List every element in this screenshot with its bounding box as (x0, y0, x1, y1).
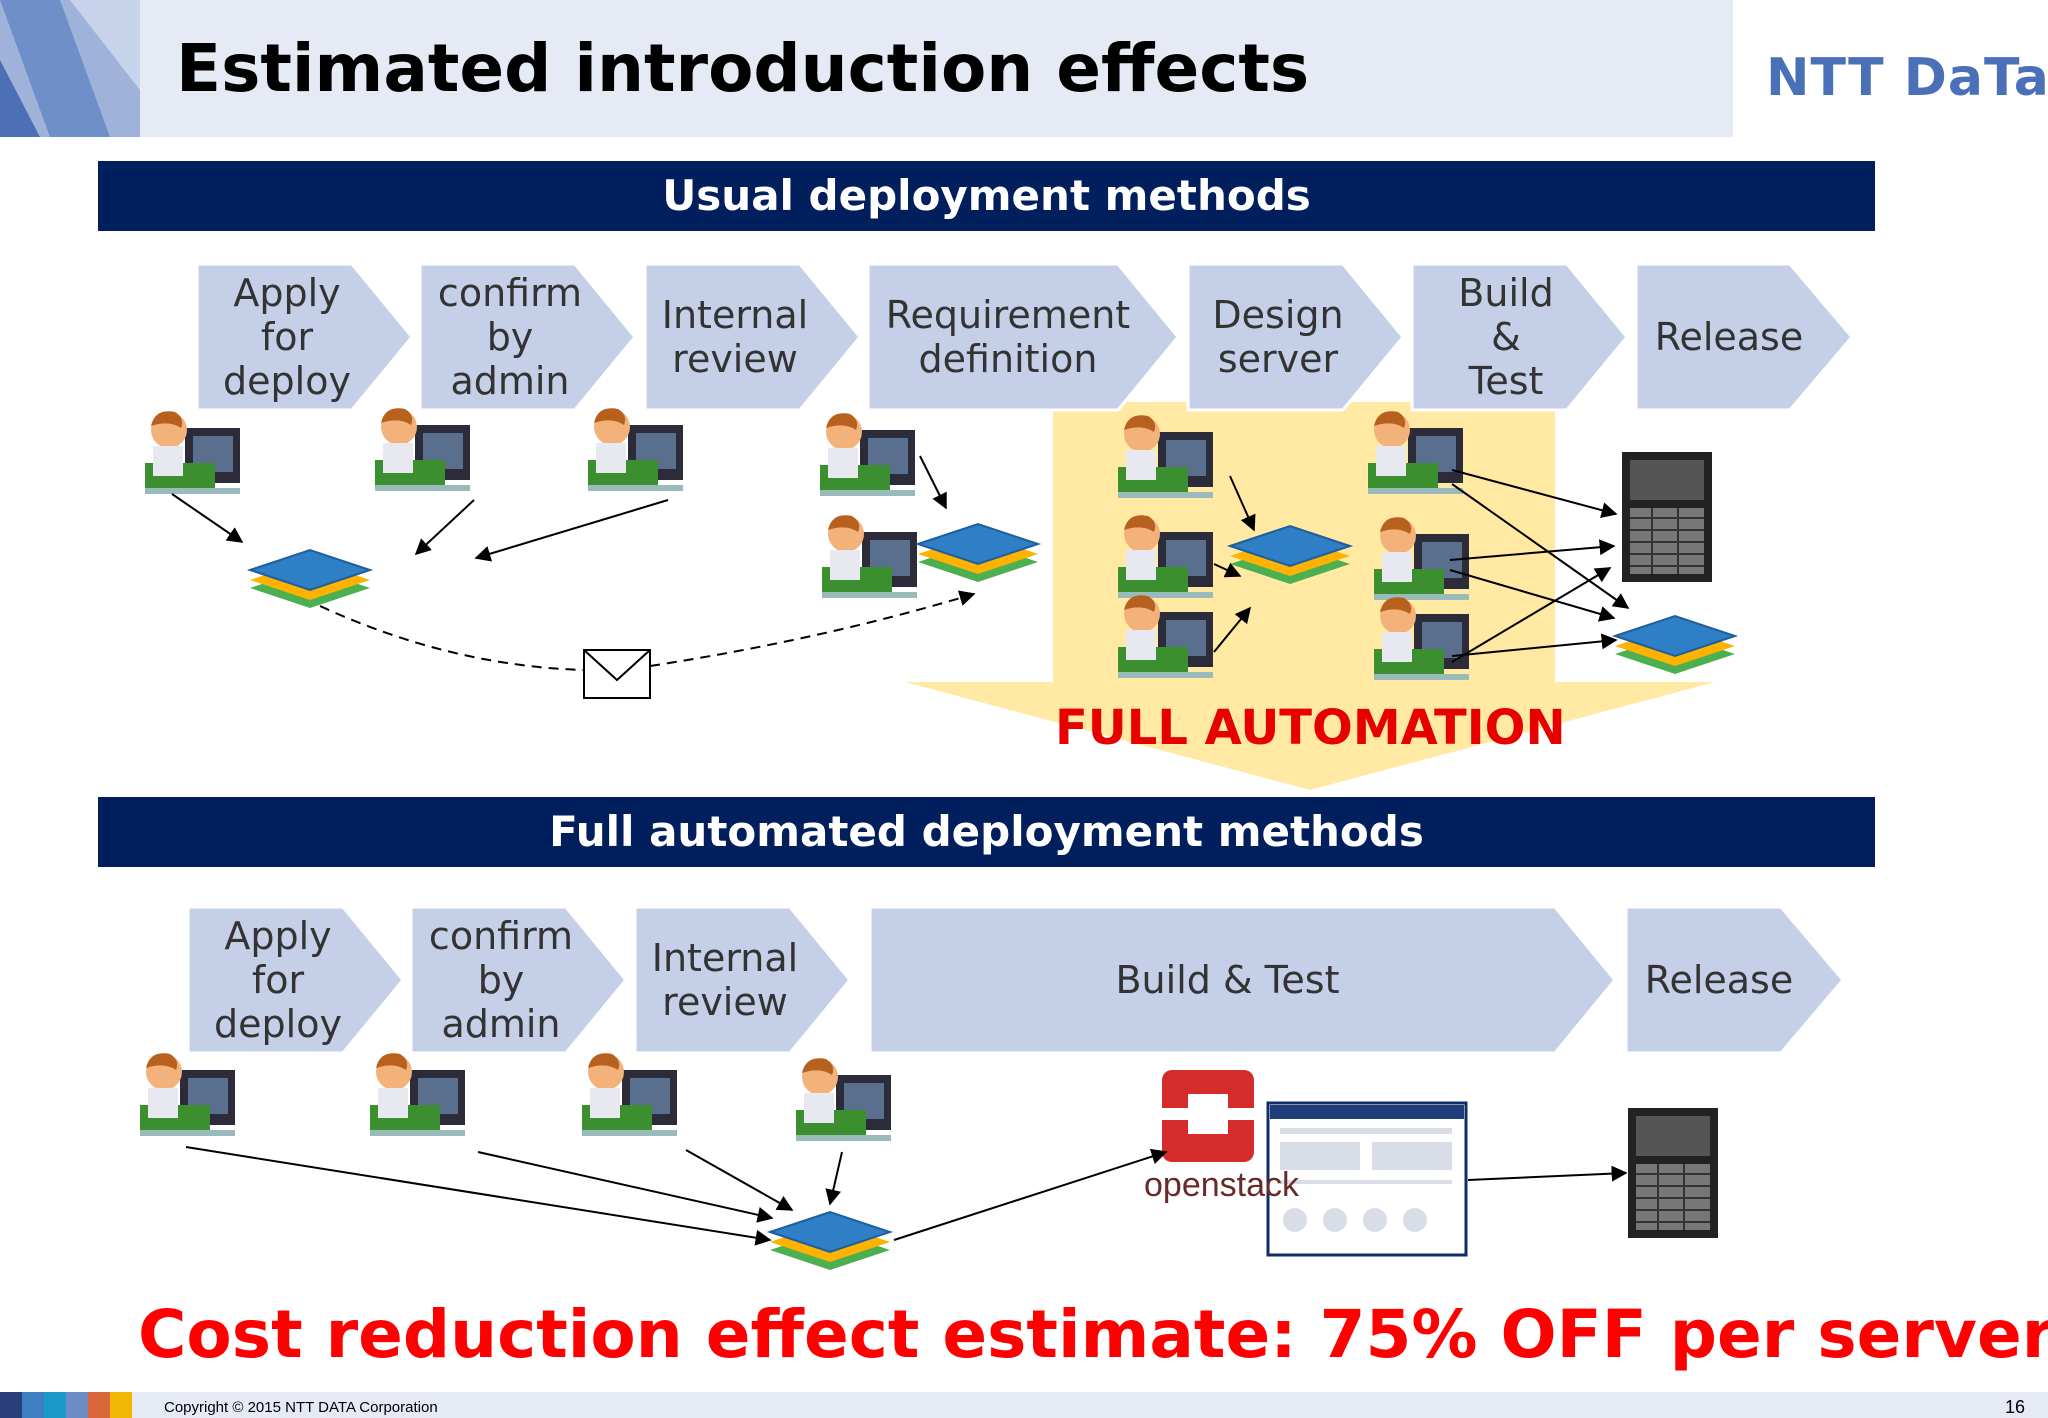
page-number: 16 (2005, 1397, 2026, 1417)
person-icon (582, 1053, 677, 1136)
auto-step-review-label: Internal review (651, 936, 799, 1024)
auto-step-build-label: Build & Test (1115, 958, 1340, 1002)
document-stack-icon (1614, 615, 1736, 675)
usual-step-review-label: Internal review (661, 293, 809, 381)
usual-step-apply-label: Apply for deploy (223, 271, 351, 403)
document-stack-icon (917, 523, 1039, 583)
person-icon (820, 413, 915, 496)
usual-step-review (643, 262, 862, 412)
auto-step-confirm (409, 905, 628, 1055)
usual-step-build-label: Build & Test (1458, 271, 1554, 403)
full-automation-label: FULL AUTOMATION (1055, 700, 1566, 756)
person-icon (145, 411, 240, 494)
usual-step-build (1410, 262, 1629, 412)
footer-color-swatches (0, 1392, 132, 1418)
usual-methods-banner: Usual deployment methods (98, 161, 1875, 231)
auto-step-release-label: Release (1644, 958, 1794, 1002)
header-corner-graphic (0, 0, 140, 137)
page-title: Estimated introduction effects (176, 30, 1310, 107)
footer-band (0, 1392, 2048, 1418)
cost-reduction-statement: Cost reduction effect estimate: 75% OFF … (138, 1296, 2048, 1373)
auto-step-review (633, 905, 852, 1055)
openstack-logo-icon (1162, 1070, 1254, 1162)
person-icon (588, 408, 683, 491)
server-icon (1621, 451, 1713, 583)
person-icon (375, 408, 470, 491)
person-icon (140, 1053, 235, 1136)
header-band (0, 0, 2048, 137)
dashboard-screenshot-image (1266, 1101, 1468, 1257)
openstack-label: openstack (1144, 1166, 1299, 1204)
person-icon (796, 1058, 891, 1141)
usual-step-confirm (418, 262, 637, 412)
usual-step-requirement-label: Requirement definition (885, 293, 1131, 381)
usual-step-design (1186, 262, 1405, 412)
automated-methods-banner: Full automated deployment methods (98, 797, 1875, 867)
logo-background (1733, 0, 2048, 137)
auto-step-apply (186, 905, 405, 1055)
auto-step-build (868, 905, 1617, 1055)
document-stack-icon (769, 1211, 891, 1271)
auto-step-confirm-label: confirm by admin (428, 914, 574, 1046)
auto-step-release (1624, 905, 1845, 1055)
company-logo: NTT DaTa (1766, 48, 2048, 108)
copyright-text: Copyright © 2015 NTT DATA Corporation (164, 1399, 438, 1416)
usual-step-apply (195, 262, 414, 412)
server-icon (1627, 1107, 1719, 1239)
document-stack-icon (249, 549, 371, 609)
person-icon (370, 1053, 465, 1136)
usual-step-requirement (866, 262, 1180, 412)
automated-process-steps (186, 905, 1845, 1055)
usual-step-design-label: Design server (1212, 293, 1344, 381)
envelope-icon (583, 649, 651, 699)
usual-step-release-label: Release (1654, 315, 1804, 359)
usual-step-confirm-label: confirm by admin (437, 271, 583, 403)
person-icon (822, 515, 917, 598)
usual-process-steps (195, 262, 1854, 412)
usual-step-release (1634, 262, 1854, 412)
auto-step-apply-label: Apply for deploy (214, 914, 342, 1046)
